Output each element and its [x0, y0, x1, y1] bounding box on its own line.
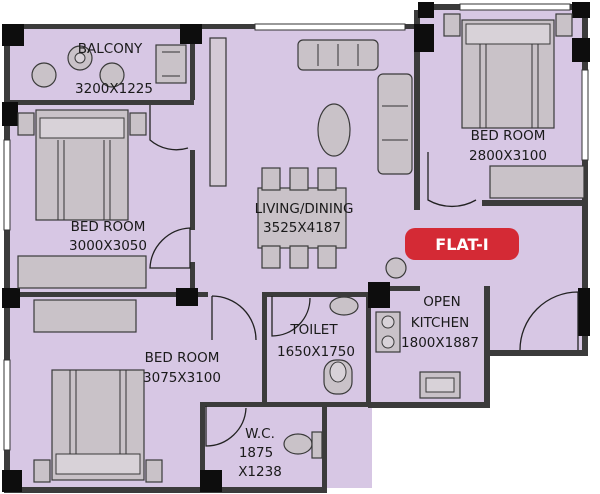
kitchen-name-line1: OPEN — [423, 294, 460, 310]
kitchen-name-line2: KITCHEN — [411, 315, 470, 331]
columns — [2, 2, 590, 492]
windows — [3, 3, 589, 451]
flat-badge: FLAT-I — [405, 228, 519, 260]
bed-bottom-left — [33, 299, 163, 483]
bed-top-right — [443, 13, 585, 199]
flat-badge-label: FLAT-I — [435, 235, 488, 254]
kitchen-size: 1800X1887 — [401, 335, 479, 351]
room-labels: BALCONY 3200X1225 BED ROOM 3000X3050 BED… — [69, 41, 547, 480]
bedroom-bottom-left-name: BED ROOM — [145, 350, 220, 366]
bedroom-top-left-name: BED ROOM — [71, 219, 146, 235]
balcony-name: BALCONY — [78, 41, 143, 57]
bed-top-left — [17, 109, 147, 289]
living-dining-name: LIVING/DINING — [255, 201, 354, 217]
wc-size-line2: X1238 — [238, 464, 282, 480]
bedroom-top-right-size: 2800X3100 — [469, 148, 547, 164]
wc-fixtures — [283, 431, 323, 459]
wc-name: W.C. — [245, 426, 275, 442]
balcony-furniture — [31, 44, 187, 88]
wc-size-line1: 1875 — [239, 445, 273, 461]
kitchen-fixtures — [375, 311, 461, 399]
bedroom-bottom-left-size: 3075X3100 — [143, 370, 221, 386]
toilet-name: TOILET — [289, 322, 338, 338]
living-furniture — [257, 39, 413, 279]
toilet-size: 1650X1750 — [277, 344, 355, 360]
toilet-fixtures — [323, 296, 359, 395]
bedroom-top-right-name: BED ROOM — [471, 128, 546, 144]
walls — [4, 4, 588, 493]
balcony-size: 3200X1225 — [75, 81, 153, 97]
doors — [149, 105, 579, 447]
living-dining-size: 3525X4187 — [263, 220, 341, 236]
bedroom-top-left-size: 3000X3050 — [69, 238, 147, 254]
